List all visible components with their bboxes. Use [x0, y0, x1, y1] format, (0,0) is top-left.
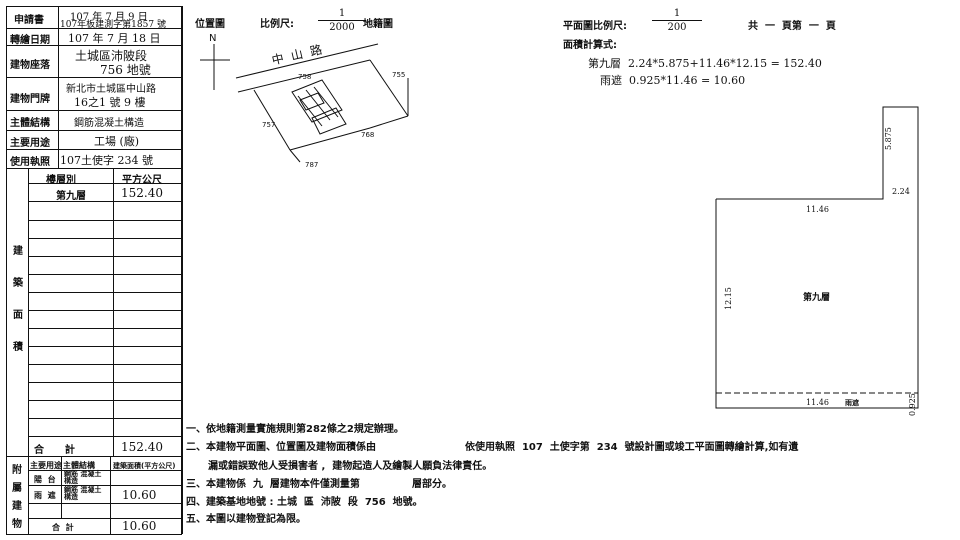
annex-row-area: 10.60 [122, 488, 157, 502]
annex-row-structure: 鋼筋 混凝土構造 [64, 470, 102, 485]
location-line1: 土城區沛陂段 [75, 49, 148, 63]
permit-label: 使用執照 [10, 157, 50, 168]
plan-scale-denominator: 200 [667, 22, 687, 33]
door-number-label: 建物門牌 [10, 94, 50, 105]
dim-canopy-depth: 0.925 [908, 393, 917, 416]
usage-value: 工場 (廠) [94, 135, 140, 148]
redaction-block [455, 357, 635, 430]
dim-bottom-width: 11.46 [806, 398, 829, 407]
plan-canopy-label: 雨遮 [845, 399, 859, 407]
annex-total-value: 10.60 [122, 519, 157, 533]
page-count: 共 一 頁第 一 頁 [748, 21, 836, 32]
redaction-block [628, 455, 888, 531]
plan-scale-fraction: 1 200 [652, 8, 702, 33]
application-date: 107 年 7 月 9 日 [70, 12, 148, 23]
area-section-char: 築 [13, 278, 23, 289]
parcel-number: 758 [298, 73, 312, 81]
location-map-scale-label: 比例尺: [260, 19, 294, 30]
location-map-title: 位置圖 [195, 19, 225, 30]
annex-total-label: 合 計 [52, 523, 74, 532]
note-3: 三、本建物係 九 層建物本件僅測量第 [186, 479, 360, 490]
scale-denominator: 2000 [329, 22, 355, 33]
annex-section-char: 物 [12, 519, 22, 530]
note-2-cont: 依使用執照 107 土使字第 234 號設計圖或竣工平面圖轉繪計算,如有遺 [465, 442, 799, 453]
floor-plan-drawing [715, 106, 919, 409]
drawing-date-value: 107 年 7 月 18 日 [68, 32, 161, 45]
plan-floor-label: 第九層 [803, 293, 831, 303]
location-line2: 756 地號 [100, 63, 151, 77]
parcel-number: 755 [392, 71, 406, 79]
door-number-line1: 新北市土城區中山路 [66, 84, 156, 95]
formula-floor: 第九層 2.24*5.875+11.46*12.15 = 152.40 [588, 57, 822, 70]
permit-value: 107土使字 234 號 [60, 154, 153, 167]
cadastral-map-label: 地籍圖 [363, 19, 393, 30]
dim-left-height: 12.15 [724, 287, 733, 310]
note-3-cont: 層部分。 [412, 479, 452, 490]
note-2: 二、本建物平面圖、位置圖及建物面積係由 [186, 442, 376, 453]
area-header-unit: 平方公尺 [122, 175, 162, 186]
formula-title: 面積計算式: [563, 40, 617, 51]
annex-section-char: 屬 [12, 483, 22, 494]
parcel-number: 787 [305, 161, 319, 169]
annex-header-use: 主要用途 [30, 461, 62, 470]
annex-section-char: 建 [12, 501, 22, 512]
dim-top-width: 11.46 [806, 205, 829, 214]
annex-section-char: 附 [12, 465, 22, 476]
plan-scale-numerator: 1 [673, 8, 681, 19]
area-row-value: 152.40 [121, 186, 163, 200]
dim-notch-width: 2.24 [892, 187, 910, 196]
location-map-drawing [200, 43, 409, 163]
scale-numerator: 1 [338, 8, 346, 19]
structure-label: 主體結構 [10, 118, 50, 129]
area-section-char: 面 [13, 310, 23, 321]
annex-header-structure: 主體結構 [63, 461, 95, 470]
north-indicator: N [209, 33, 217, 44]
note-4: 四、建築基地地號 : 土城 區 沛陂 段 756 地號。 [186, 497, 423, 508]
parcel-number: 768 [361, 131, 375, 139]
parcel-number: 757 [262, 121, 276, 129]
redaction-block [445, 515, 520, 537]
note-5: 五、本圖以建物登記為限。 [186, 514, 306, 525]
usage-label: 主要用途 [10, 138, 50, 149]
formula-canopy: 雨遮 0.925*11.46 = 10.60 [600, 74, 746, 87]
door-number-line2: 16之1 號 9 樓 [74, 96, 146, 109]
structure-value: 鋼筋混凝土構造 [74, 118, 144, 129]
total-value: 152.40 [121, 440, 163, 454]
total-label: 合 計 [34, 445, 75, 456]
area-section-char: 建 [13, 246, 23, 257]
location-map-scale-fraction: 1 2000 [318, 8, 366, 33]
application-doc-number: 107年板建測字第1857 號 [60, 20, 166, 30]
annex-row-structure: 鋼筋 混凝土構造 [64, 486, 102, 501]
annex-row-use: 雨 遮 [34, 491, 56, 500]
application-label: 申請書 [14, 15, 44, 26]
location-label: 建物座落 [10, 60, 50, 71]
drawing-date-label: 轉繪日期 [10, 35, 50, 46]
area-row-floor: 第九層 [56, 191, 86, 202]
note-1: 一、依地籍測量實施規則第282條之2規定辦理。 [186, 424, 404, 435]
area-header-floor: 樓層別 [46, 175, 76, 186]
area-section-char: 積 [13, 342, 23, 353]
plan-scale-label: 平面圖比例尺: [563, 21, 627, 32]
note-2-line2: 漏或錯誤致他人受損害者 , 建物起造人及繪製人願負法律責任。 [208, 461, 493, 472]
annex-header-area: 建築面積(平方公尺) [113, 462, 176, 470]
annex-row-use: 陽 台 [34, 475, 56, 484]
dim-notch-height: 5.875 [884, 127, 893, 150]
